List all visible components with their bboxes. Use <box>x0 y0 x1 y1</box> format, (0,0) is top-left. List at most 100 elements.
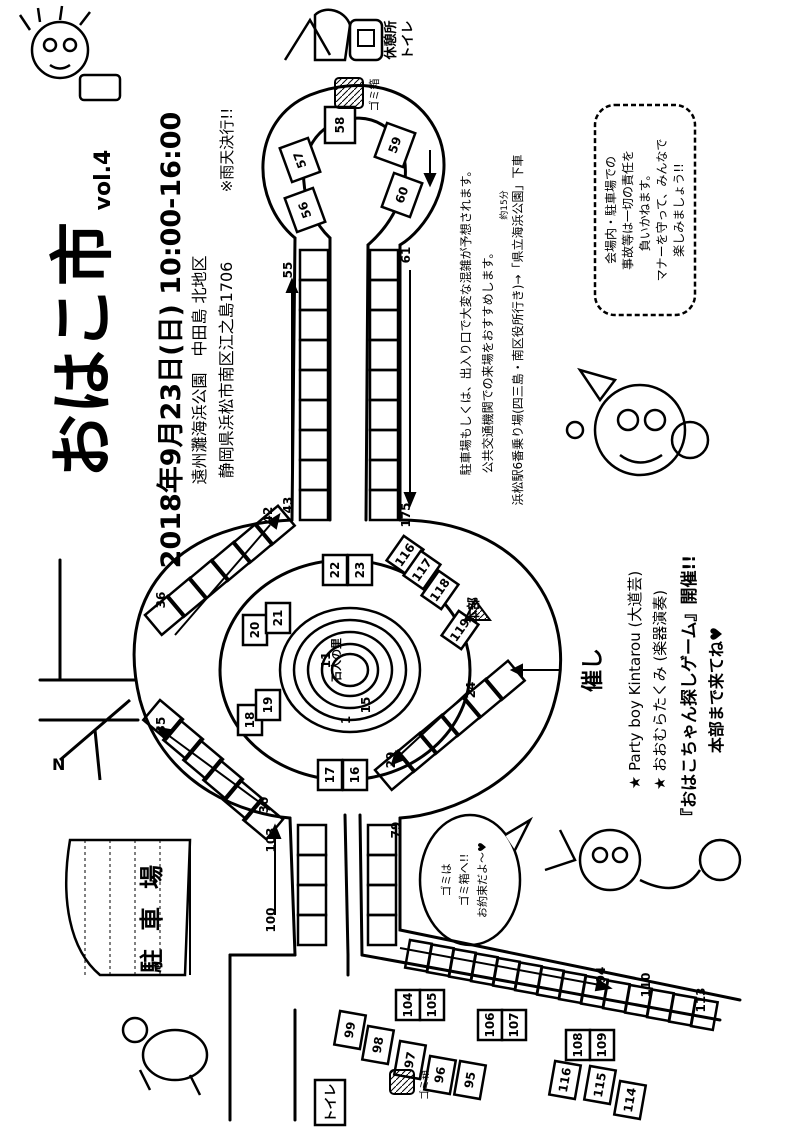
stall-box <box>689 997 720 1032</box>
stall-number: 57 <box>291 150 310 170</box>
numbered-stall: 117 <box>401 549 443 591</box>
stall-number: 60 <box>393 185 412 205</box>
bubble-line: ゴミ箱へ!! <box>457 854 471 907</box>
numbered-stall: 109 <box>588 1028 616 1062</box>
numbered-stall: 118 <box>419 569 461 611</box>
access-line-2: 公共交通機関での来場をおすすめします。 <box>480 247 495 474</box>
stall-box <box>298 368 330 402</box>
numbered-stall: 104 <box>394 988 422 1022</box>
stall-number: 106 <box>483 1012 497 1037</box>
stall-number: 95 <box>462 1071 479 1090</box>
stall-number: 58 <box>333 117 347 134</box>
row-number: 29 <box>384 752 398 769</box>
stage-spiral <box>278 606 422 734</box>
numbered-stall: 17 <box>316 758 344 792</box>
notice-line: マナーを守って、みんなで <box>655 139 669 282</box>
stall-box <box>231 521 275 565</box>
stall-box <box>296 913 328 947</box>
stall-box <box>187 557 231 601</box>
row-number: 94 <box>594 967 608 984</box>
stall-box <box>368 338 400 372</box>
numbered-stall: 60 <box>380 171 424 219</box>
character-bottom-left-icon <box>121 1016 209 1096</box>
stall-box <box>461 676 505 720</box>
event-item-1: ★ Party boy Kintarou (大道芸) <box>626 571 644 789</box>
events-heading: 催し <box>581 648 606 692</box>
numbered-stall: 105 <box>418 988 446 1022</box>
stall-number: 115 <box>591 1071 609 1098</box>
numbered-stall: 56 <box>283 186 327 234</box>
stall-number: 96 <box>432 1066 449 1085</box>
stall-box <box>368 398 400 432</box>
stall-box <box>368 308 400 342</box>
event-game: 『おはこちゃん探しゲーム』開催!! <box>679 555 700 825</box>
trash-top-label: ゴミ箱 <box>367 79 381 112</box>
row-number: 103 <box>264 827 278 852</box>
stall-number: 16 <box>348 767 362 784</box>
notice-line: 負いかねます。 <box>638 169 652 252</box>
stall-number: 97 <box>402 1051 419 1070</box>
stall-number: 23 <box>353 562 367 579</box>
trash-can-bottom <box>389 1069 415 1095</box>
stall-box <box>296 883 328 917</box>
stall-number: 22 <box>328 562 342 579</box>
stall-number: 108 <box>571 1032 585 1057</box>
notice-line: 楽しみましょう!! <box>672 163 686 257</box>
stall-box <box>296 823 328 857</box>
stall-rows <box>141 248 720 1032</box>
row-number: 42 <box>261 507 275 524</box>
stall-number: 105 <box>425 992 439 1017</box>
row-number: 61 <box>399 247 413 264</box>
rain-notice: ※雨天決行!! <box>218 108 236 193</box>
stall-box <box>298 248 330 282</box>
numbered-stall: 108 <box>564 1028 592 1062</box>
stall-number: 99 <box>342 1021 359 1040</box>
rest-area <box>283 8 384 62</box>
stall-box <box>298 458 330 492</box>
access-line-1: 駐車場もしくは、出入り口で大変な混雑が予想されます。 <box>458 165 473 476</box>
bubble-line: ゴミは <box>439 864 453 897</box>
hq-tent <box>463 598 492 621</box>
parking-tent <box>65 838 192 977</box>
parking-label: 駐車場 <box>138 847 166 973</box>
event-venue: 遠州灘海浜公園 中田島 北地区 <box>190 255 209 484</box>
rest-area-label: 休憩所 <box>383 20 399 60</box>
toilet-bottom <box>313 1078 347 1127</box>
notice-line: 事故等は一切の責任を <box>620 150 635 270</box>
stall-box <box>298 488 330 522</box>
stall-box <box>296 853 328 887</box>
stall-box <box>298 338 330 372</box>
row-number: 100 <box>264 907 278 932</box>
stall-box <box>253 503 297 547</box>
row-number: 110 <box>639 972 653 997</box>
stall-box <box>143 593 187 637</box>
numbered-stall: 21 <box>264 601 292 635</box>
toilet-top-label: トイレ <box>401 20 416 59</box>
stall-box <box>439 694 483 738</box>
stall-box <box>368 428 400 462</box>
stall-number: 56 <box>296 200 315 220</box>
numbered-stall: 96 <box>422 1054 458 1096</box>
flow-arrows <box>156 150 613 992</box>
stall-number: 107 <box>507 1012 521 1037</box>
character-top-left-icon <box>18 5 122 102</box>
stall-box <box>221 778 265 821</box>
events: 催し ★ Party boy Kintarou (大道芸) ★ おおむらたくみ … <box>581 555 726 825</box>
row-number: 43 <box>281 497 295 514</box>
numbered-stall: 58 <box>323 105 357 145</box>
event-item-2: ★ おおむらたくみ (楽器演奏) <box>651 590 669 790</box>
numbered-stall: 19 <box>254 688 282 722</box>
stall-number: 116 <box>556 1066 574 1093</box>
numbered-stall: 22 <box>321 553 349 587</box>
stall-number: 18 <box>243 712 257 729</box>
svg-text:N: N <box>52 755 65 774</box>
event-date-time: 2018年9月23日(日) 10:00-16:00 <box>155 112 187 569</box>
numbered-stall: 106 <box>476 1008 504 1042</box>
trash-bubble: ゴミはゴミ箱へ!!お約束だよ～♥ <box>418 813 534 947</box>
row-number: 24 <box>464 682 478 699</box>
row-number: 15 <box>359 697 373 714</box>
